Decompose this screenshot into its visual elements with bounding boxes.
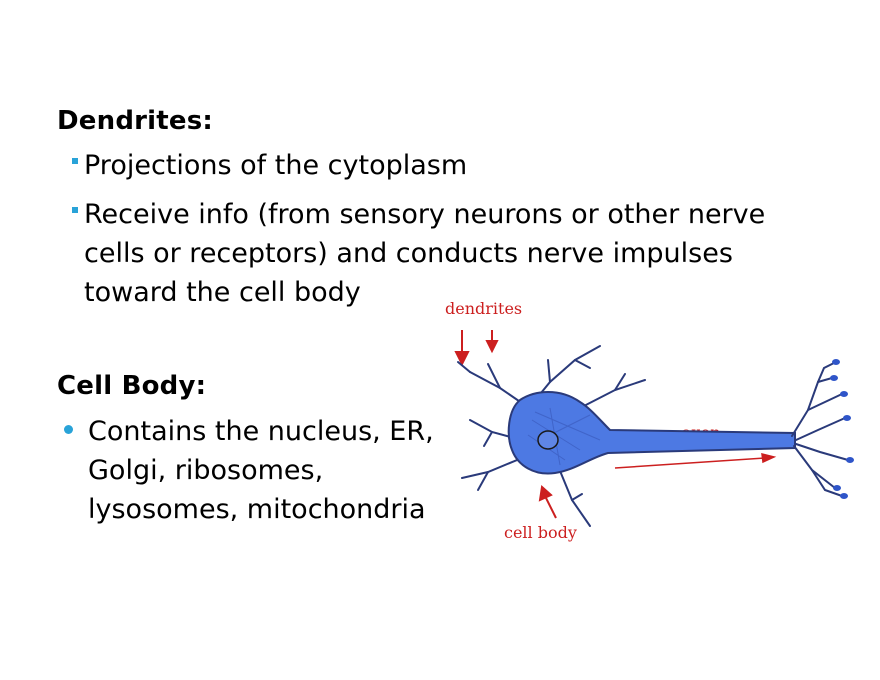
cell-body-bullet-line-1: Contains the nucleus, ER, [88,416,434,447]
dendrites-bullet-1-line-1: Projections of the cytoplasm [84,150,468,181]
cell-body-bullet-line-2: Golgi, ribosomes, [88,455,324,486]
square-bullet-icon [72,158,78,164]
cell-body-heading: Cell Body: [57,371,207,401]
dendrites-bullet-2-line-2: cells or receptors) and conducts nerve i… [84,238,733,269]
axon-terminals [791,361,849,497]
cell-body-label: cell body [504,523,577,542]
round-bullet-icon [64,425,73,434]
dendrites-bullet-2-line-3: toward the cell body [84,277,361,308]
cell-body-arrow [538,485,557,519]
nucleus [537,430,559,450]
dendrites-label: dendrites [445,299,522,318]
square-bullet-icon [72,207,78,213]
cell-body-bullet-line-3: lysosomes, mitochondria [88,494,426,525]
dendrites-bullet-2-line-1: Receive info (from sensory neurons or ot… [84,199,766,230]
neuron-shape [507,391,796,475]
neuron-diagram: dendrites axon cell body [445,299,854,542]
dendrites-arrows [454,330,499,367]
axon-direction-arrow [614,453,777,469]
dendrite-branches [457,345,646,527]
terminal-buttons [830,359,854,499]
dendrites-heading: Dendrites: [57,106,214,136]
